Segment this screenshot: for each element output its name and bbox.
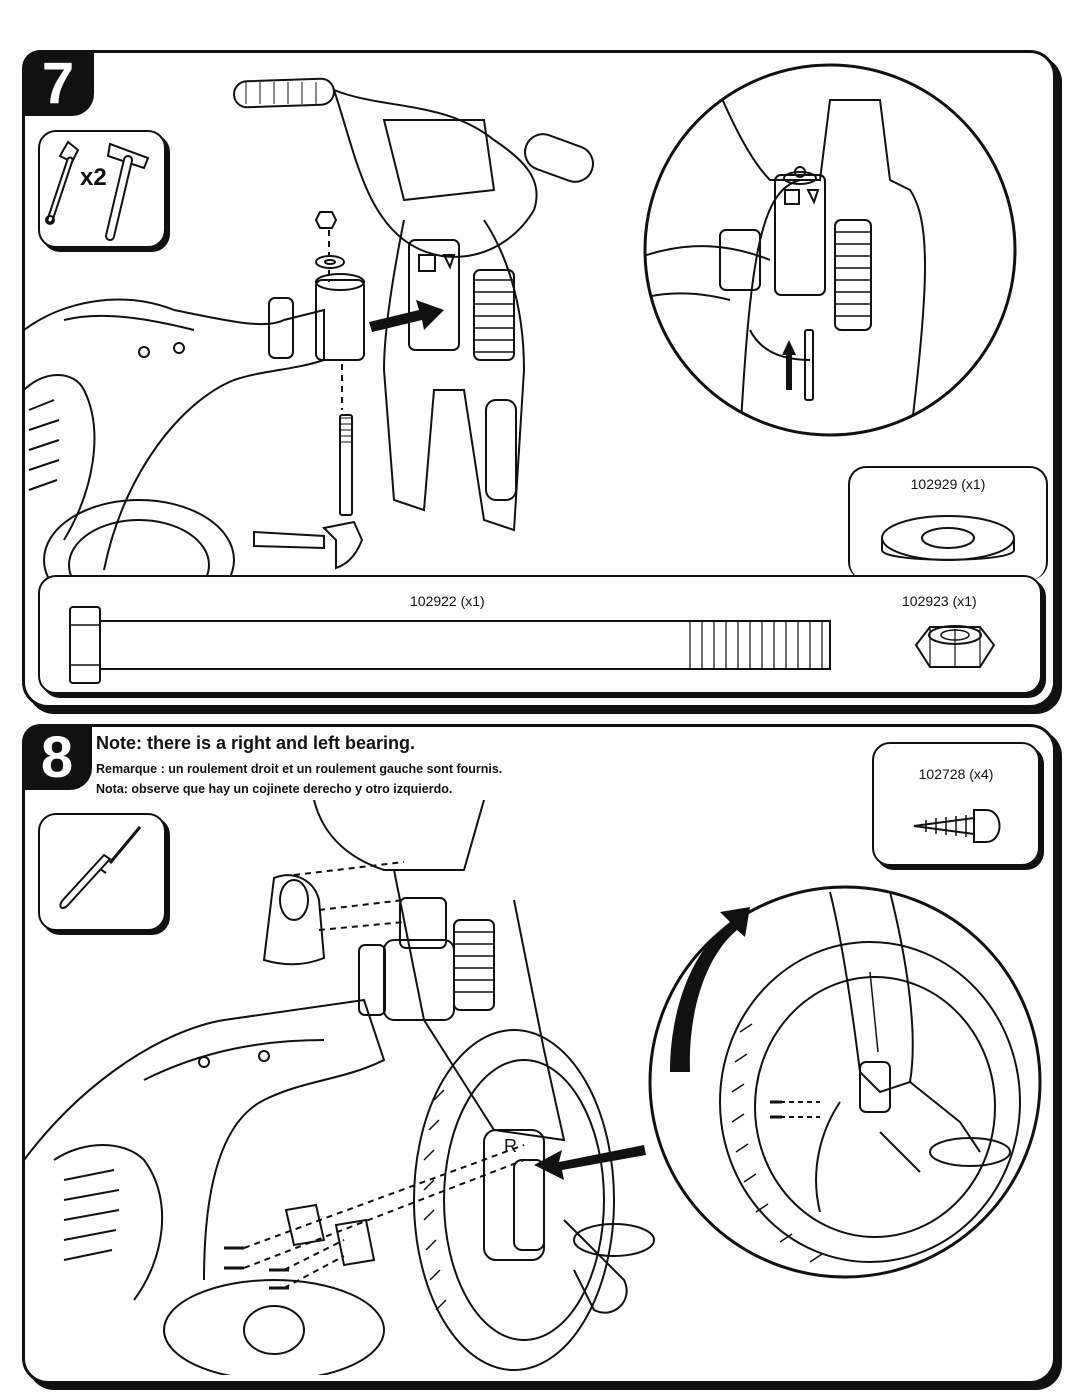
bolt-part-label: 102922 (x1) — [410, 593, 485, 609]
screw-part-label: 102728 (x4) — [918, 766, 994, 782]
step-8-note-french: Remarque : un roulement droit et un roul… — [96, 762, 503, 776]
step-7-number-text: 7 — [41, 50, 75, 116]
screwdriver-icon — [59, 826, 142, 909]
step-8-detail-zoom — [648, 885, 1042, 1279]
washer-icon — [881, 515, 1015, 561]
part-box-washer: 102929 (x1) — [848, 466, 1048, 580]
step-8-note-english: Note: there is a right and left bearing. — [96, 733, 416, 753]
washer-part-label: 102929 (x1) — [910, 476, 986, 492]
step-7-tools-box: x2 — [38, 130, 166, 248]
step-8-number: 8 — [22, 724, 92, 790]
step-7-detail-zoom — [643, 63, 1017, 437]
step-8-bearing-illustration: R — [24, 800, 655, 1375]
lock-nut-icon — [914, 625, 996, 668]
part-box-bolt: 102922 (x1) 102923 (x1) — [38, 575, 1042, 694]
bolt-icon — [69, 606, 831, 684]
bearing-right-mark: R — [504, 1136, 517, 1156]
nut-part-label: 102923 (x1) — [902, 593, 977, 609]
tools-multiplier: x2 — [80, 164, 107, 191]
step-7-fork-illustration — [24, 77, 594, 580]
screw-icon — [913, 809, 1001, 843]
step-8-number-text: 8 — [40, 724, 74, 790]
step-7-number: 7 — [22, 50, 94, 116]
part-box-screw: 102728 (x4) — [872, 742, 1040, 866]
wrench-and-hammer-icon — [45, 140, 150, 241]
step-8-tools-box — [38, 813, 166, 931]
step-8-note-spanish: Nota: observe que hay un cojinete derech… — [96, 782, 453, 796]
